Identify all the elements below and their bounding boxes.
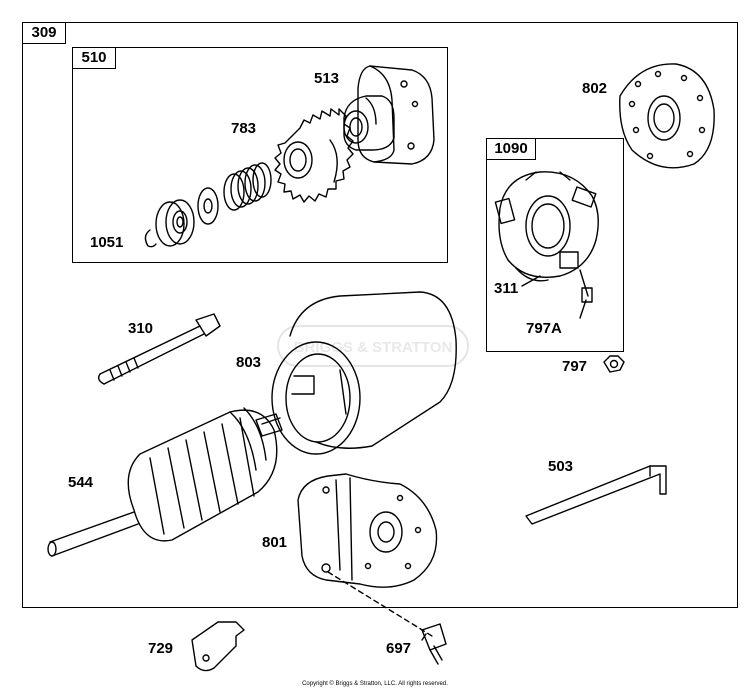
thrust-washer bbox=[197, 187, 219, 225]
through-bolt-310 bbox=[97, 313, 221, 385]
leader-697 bbox=[327, 571, 433, 637]
part-label-797A: 797A bbox=[526, 320, 562, 337]
part-label-783: 783 bbox=[231, 120, 257, 137]
part-label-310: 310 bbox=[128, 320, 154, 337]
screw-697 bbox=[421, 623, 447, 665]
pinion-gear-783 bbox=[274, 108, 354, 203]
part-label-1051: 1051 bbox=[90, 234, 124, 251]
part-label-729: 729 bbox=[148, 640, 174, 657]
part-label-803: 803 bbox=[236, 354, 262, 371]
part-label-544: 544 bbox=[68, 474, 94, 491]
part-label-311: 311 bbox=[494, 280, 519, 297]
brush-holder-311 bbox=[494, 171, 599, 303]
assembly-309-frame bbox=[22, 22, 738, 608]
motor-housing-803 bbox=[271, 291, 457, 455]
stop-collar bbox=[155, 199, 195, 247]
watermark-text: BRIGGS & STRATTON bbox=[294, 339, 453, 356]
watermark: BRIGGS & STRATTON bbox=[277, 325, 469, 367]
armature-544 bbox=[47, 407, 283, 557]
assembly-1090-frame bbox=[486, 138, 624, 352]
return-spring bbox=[223, 162, 272, 211]
bracket-503 bbox=[525, 465, 667, 525]
group-tag-1090: 1090 bbox=[486, 138, 536, 160]
part-label-503: 503 bbox=[548, 458, 574, 475]
part-label-801: 801 bbox=[262, 534, 288, 551]
drive-housing-513 bbox=[343, 65, 435, 165]
group-tag-510: 510 bbox=[72, 47, 116, 69]
leader-797A bbox=[579, 299, 587, 319]
mounting-plate-801 bbox=[297, 473, 438, 588]
group-tag-309: 309 bbox=[22, 22, 66, 44]
retaining-ring-1051 bbox=[144, 229, 157, 248]
end-plate-802 bbox=[619, 63, 715, 169]
clip-729 bbox=[191, 621, 245, 672]
copyright-notice: Copyright © Briggs & Stratton, LLC. All … bbox=[302, 681, 448, 687]
leader-311 bbox=[521, 275, 541, 287]
part-label-697: 697 bbox=[386, 640, 412, 657]
hex-nut-797 bbox=[603, 355, 625, 373]
part-label-513: 513 bbox=[314, 70, 340, 87]
part-label-802: 802 bbox=[582, 80, 608, 97]
assembly-510-frame bbox=[72, 47, 448, 263]
part-label-797: 797 bbox=[562, 358, 588, 375]
